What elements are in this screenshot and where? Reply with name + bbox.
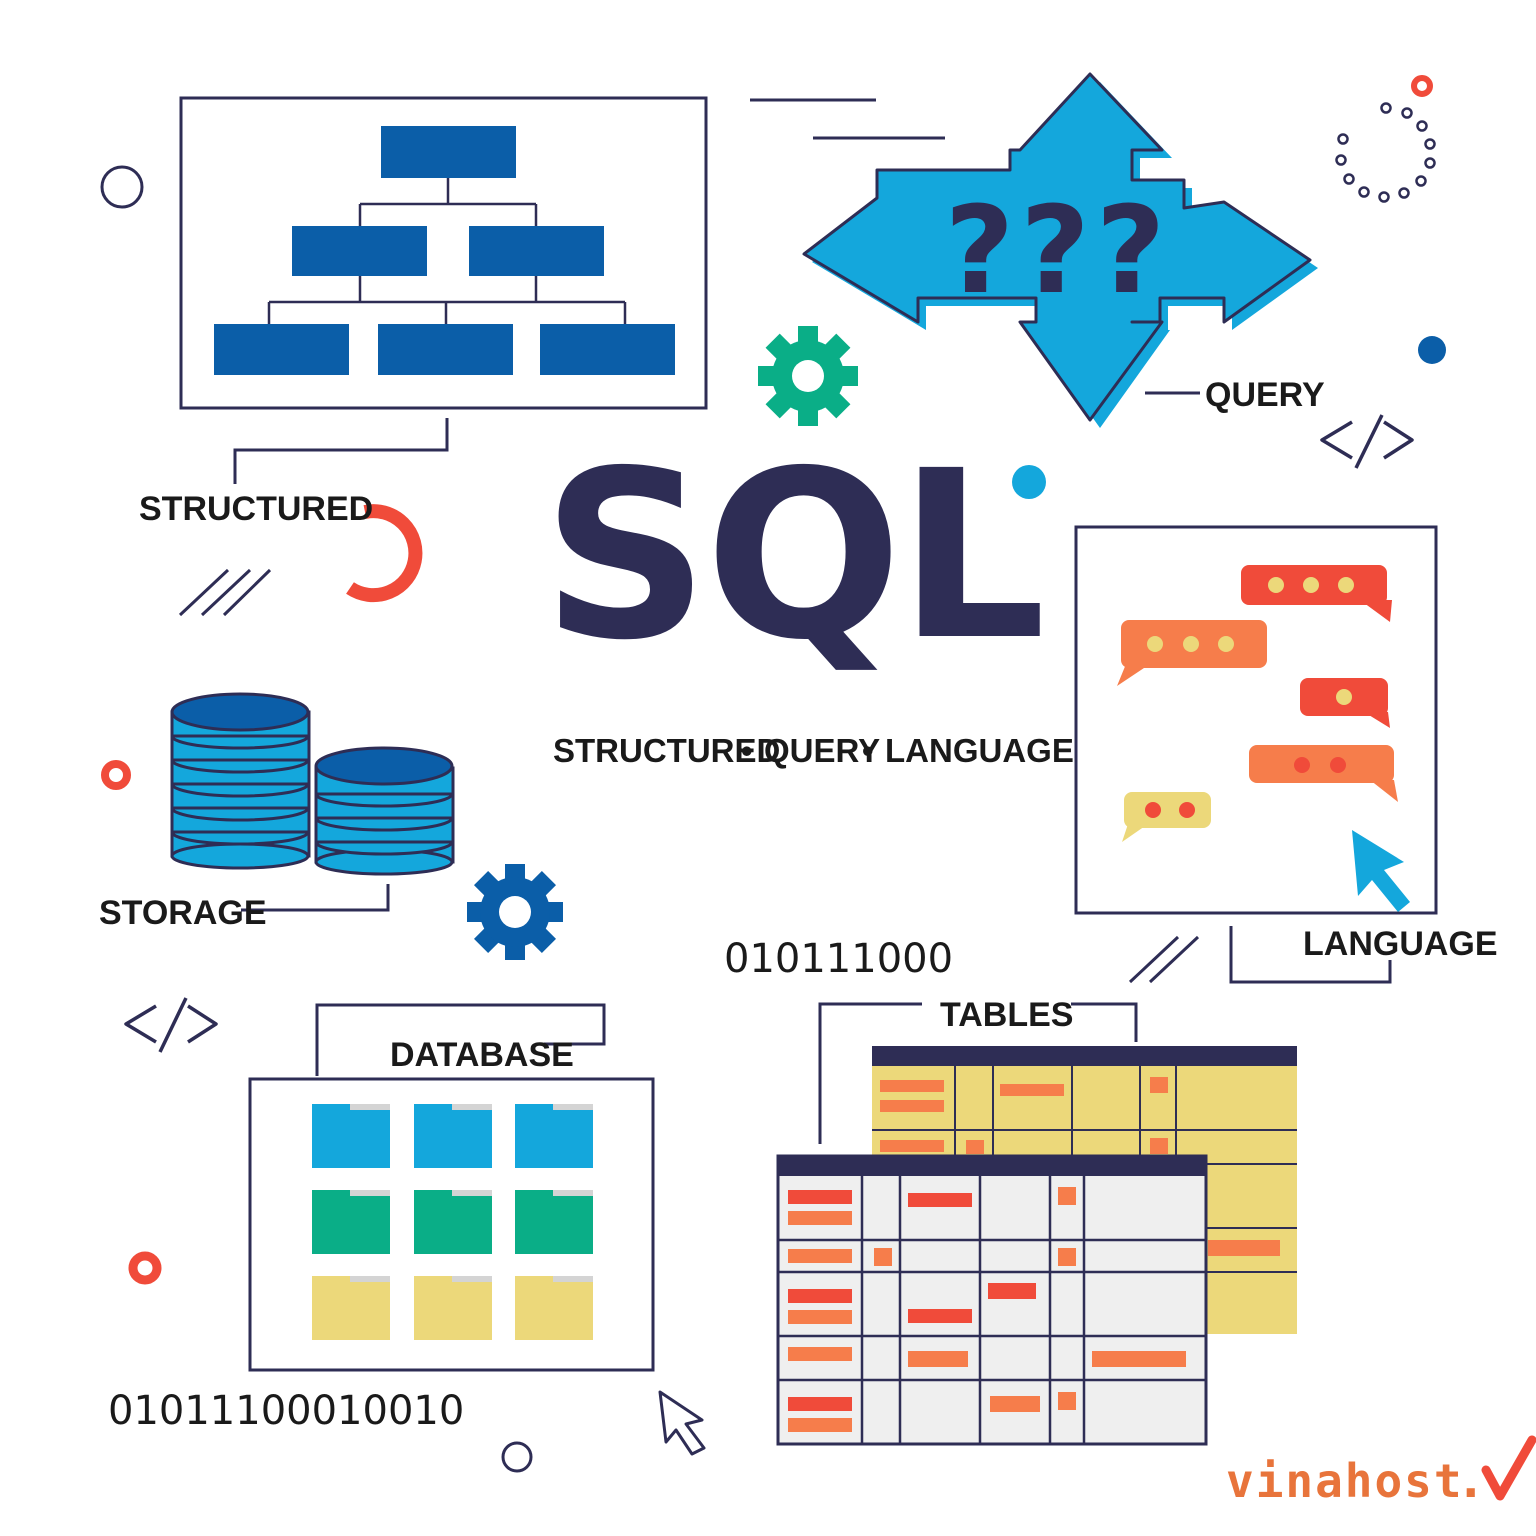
query-marks: ??? — [945, 182, 1172, 321]
folder-icon — [414, 1104, 492, 1168]
red-ring-decoration — [128, 1251, 162, 1285]
hatch-decoration — [222, 568, 272, 617]
code-tag-icon — [1320, 414, 1414, 469]
org-node — [540, 324, 675, 375]
brand-logo: vinahost . — [1226, 1435, 1536, 1508]
hatch-decoration — [200, 568, 252, 617]
chat-bubble — [1122, 792, 1211, 842]
chat-bubble — [1249, 745, 1398, 802]
org-node — [214, 324, 349, 375]
query-arrow-icon: ??? — [802, 72, 1318, 428]
chat-bubble — [1300, 678, 1390, 728]
storage-icon — [170, 692, 455, 876]
folder-icon — [515, 1276, 593, 1340]
cursor-arrow-icon — [658, 1390, 706, 1456]
dot-ring-decoration — [1335, 102, 1436, 203]
code-tag-icon — [124, 997, 218, 1053]
chat-bubble — [1241, 565, 1392, 622]
subtitle-query: QUERY — [764, 732, 880, 769]
sql-subtitle: STRUCTURED • QUERY • LANGUAGE — [553, 732, 1074, 769]
hierarchy-chart — [179, 96, 708, 484]
storage-label: STORAGE — [99, 894, 267, 932]
brand-name: vinahost — [1226, 1454, 1464, 1508]
org-node — [378, 324, 513, 375]
binary-middle: 010111000 — [724, 936, 953, 982]
db-cylinder-right — [314, 746, 455, 876]
subtitle-structured: STRUCTURED — [553, 732, 780, 769]
folder-icon — [312, 1190, 390, 1254]
folder-icon — [312, 1104, 390, 1168]
red-dot-decoration — [1411, 75, 1433, 97]
hatch-decoration — [178, 568, 230, 617]
checkmark-icon — [1481, 1435, 1536, 1501]
brand-dot: . — [1462, 1454, 1479, 1508]
ring-decoration — [501, 1441, 533, 1473]
sql-title: SQL — [542, 421, 1042, 691]
cyan-dot-decoration — [1012, 465, 1046, 499]
query-label: QUERY — [1205, 376, 1325, 414]
db-cylinder-left — [170, 692, 311, 870]
red-ring-decoration — [101, 760, 131, 790]
org-node — [292, 226, 427, 276]
subtitle-language: LANGUAGE — [885, 732, 1074, 769]
gear-icon — [467, 864, 563, 960]
org-node — [381, 126, 516, 178]
structured-label: STRUCTURED — [139, 490, 373, 528]
gear-icon — [758, 326, 858, 426]
folder-icon — [515, 1190, 593, 1254]
binary-bottom: 01011100010010 — [108, 1388, 464, 1434]
folder-icon — [515, 1104, 593, 1168]
language-panel — [1074, 525, 1438, 984]
folder-icon — [414, 1276, 492, 1340]
cursor-arrow-icon — [1352, 830, 1410, 912]
red-arc-decoration — [346, 504, 423, 603]
database-panel — [248, 1077, 655, 1372]
chat-bubble — [1117, 620, 1267, 686]
subtitle-separator: • — [862, 732, 874, 769]
folder-icon — [414, 1190, 492, 1254]
database-label: DATABASE — [390, 1036, 574, 1074]
hatch-decoration — [1148, 935, 1200, 984]
ring-decoration — [100, 165, 144, 209]
subtitle-separator: • — [741, 732, 753, 769]
language-label: LANGUAGE — [1303, 925, 1498, 963]
front-table — [776, 1154, 1208, 1446]
folder-icon — [312, 1276, 390, 1340]
org-node — [469, 226, 604, 276]
hatch-decoration — [1128, 935, 1180, 984]
blue-dot-decoration — [1418, 336, 1446, 364]
tables-label: TABLES — [940, 996, 1073, 1034]
decorations — [100, 98, 1200, 1473]
